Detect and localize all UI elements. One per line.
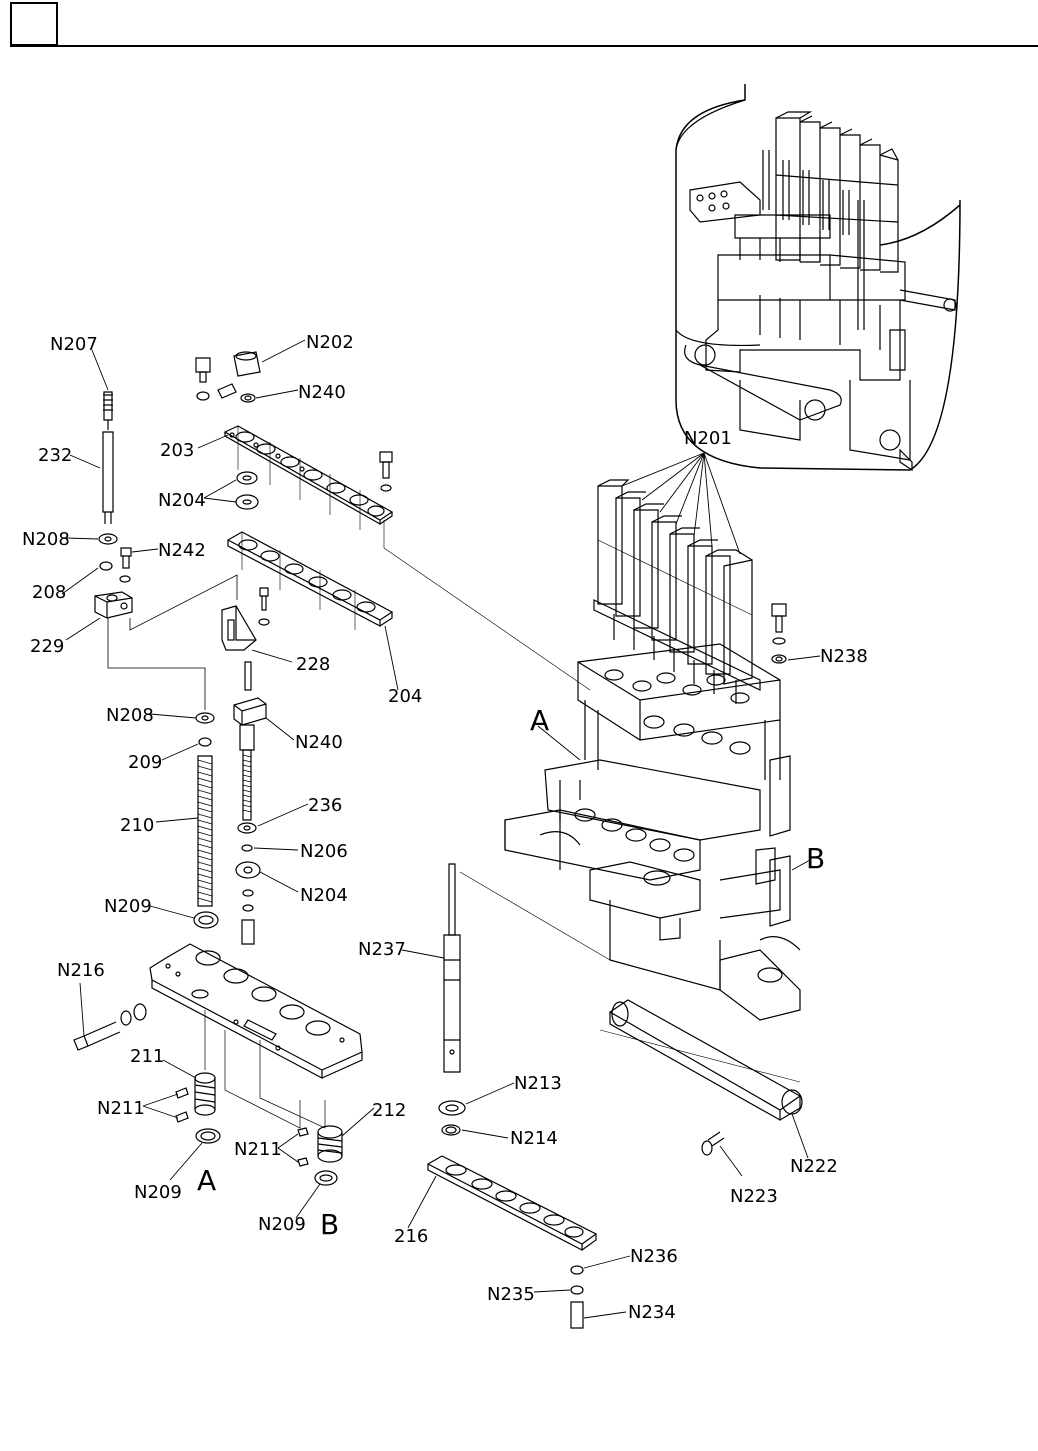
callout-212: 212 xyxy=(372,1100,406,1121)
callout-n235: N235 xyxy=(487,1284,535,1305)
main-frame-block xyxy=(505,644,800,1020)
callout-n209b: N209 xyxy=(134,1182,182,1203)
callout-210: 210 xyxy=(120,815,154,836)
callout-228: 228 xyxy=(296,654,330,675)
callout-n237: N237 xyxy=(358,939,406,960)
callout-n211b: N211 xyxy=(234,1139,282,1160)
callout-208: 208 xyxy=(32,582,66,603)
callout-n223: N223 xyxy=(730,1186,778,1207)
inset-assembly-view xyxy=(676,84,960,470)
callout-n208a: N208 xyxy=(22,529,70,550)
callout-n206: N206 xyxy=(300,841,348,862)
inset-cartridges xyxy=(776,112,898,272)
callout-n240a: N240 xyxy=(298,382,346,403)
part-210-leadscrew xyxy=(194,713,218,928)
part-211 xyxy=(176,1073,220,1143)
part-n222-link xyxy=(600,1000,802,1155)
callout-n204b: N204 xyxy=(300,885,348,906)
callout-n216: N216 xyxy=(57,960,105,981)
callout-n208b: N208 xyxy=(106,705,154,726)
callout-n222: N222 xyxy=(790,1156,838,1177)
callout-n202: N202 xyxy=(306,332,354,353)
callout-n242: N242 xyxy=(158,540,206,561)
callout-n201: N201 xyxy=(684,428,732,449)
callout-232: 232 xyxy=(38,445,72,466)
callout-n211a: N211 xyxy=(97,1098,145,1119)
callout-n234: N234 xyxy=(628,1302,676,1323)
callout-204: 204 xyxy=(388,686,422,707)
callout-a2: A xyxy=(530,704,549,737)
part-n216-bolt xyxy=(74,1004,146,1050)
callout-n238: N238 xyxy=(820,646,868,667)
callout-n204a: N204 xyxy=(158,490,206,511)
callout-b1: B xyxy=(320,1208,339,1241)
callout-203: 203 xyxy=(160,440,194,461)
part-n238-screws xyxy=(772,604,786,663)
callout-211: 211 xyxy=(130,1046,164,1067)
callout-229: 229 xyxy=(30,636,64,657)
inset-rods xyxy=(763,150,864,330)
part-n240-spindle xyxy=(234,662,266,944)
callout-n236: N236 xyxy=(630,1246,678,1267)
callout-236: 236 xyxy=(308,795,342,816)
callout-n214: N214 xyxy=(510,1128,558,1149)
callout-b2: B xyxy=(806,842,825,875)
part-204-bar xyxy=(228,520,590,690)
part-base-plate xyxy=(150,944,362,1128)
part-212 xyxy=(298,1126,342,1185)
callout-n207: N207 xyxy=(50,334,98,355)
callout-n213: N213 xyxy=(514,1073,562,1094)
part-n237-spindle xyxy=(439,864,465,1135)
callout-n240b: N240 xyxy=(295,732,343,753)
part-203-bar xyxy=(225,426,392,530)
callout-n209c: N209 xyxy=(258,1214,306,1235)
callout-a1: A xyxy=(197,1164,216,1197)
part-228-bracket xyxy=(222,588,269,650)
callout-209: 209 xyxy=(128,752,162,773)
callout-n209a: N209 xyxy=(104,896,152,917)
callout-216: 216 xyxy=(394,1226,428,1247)
